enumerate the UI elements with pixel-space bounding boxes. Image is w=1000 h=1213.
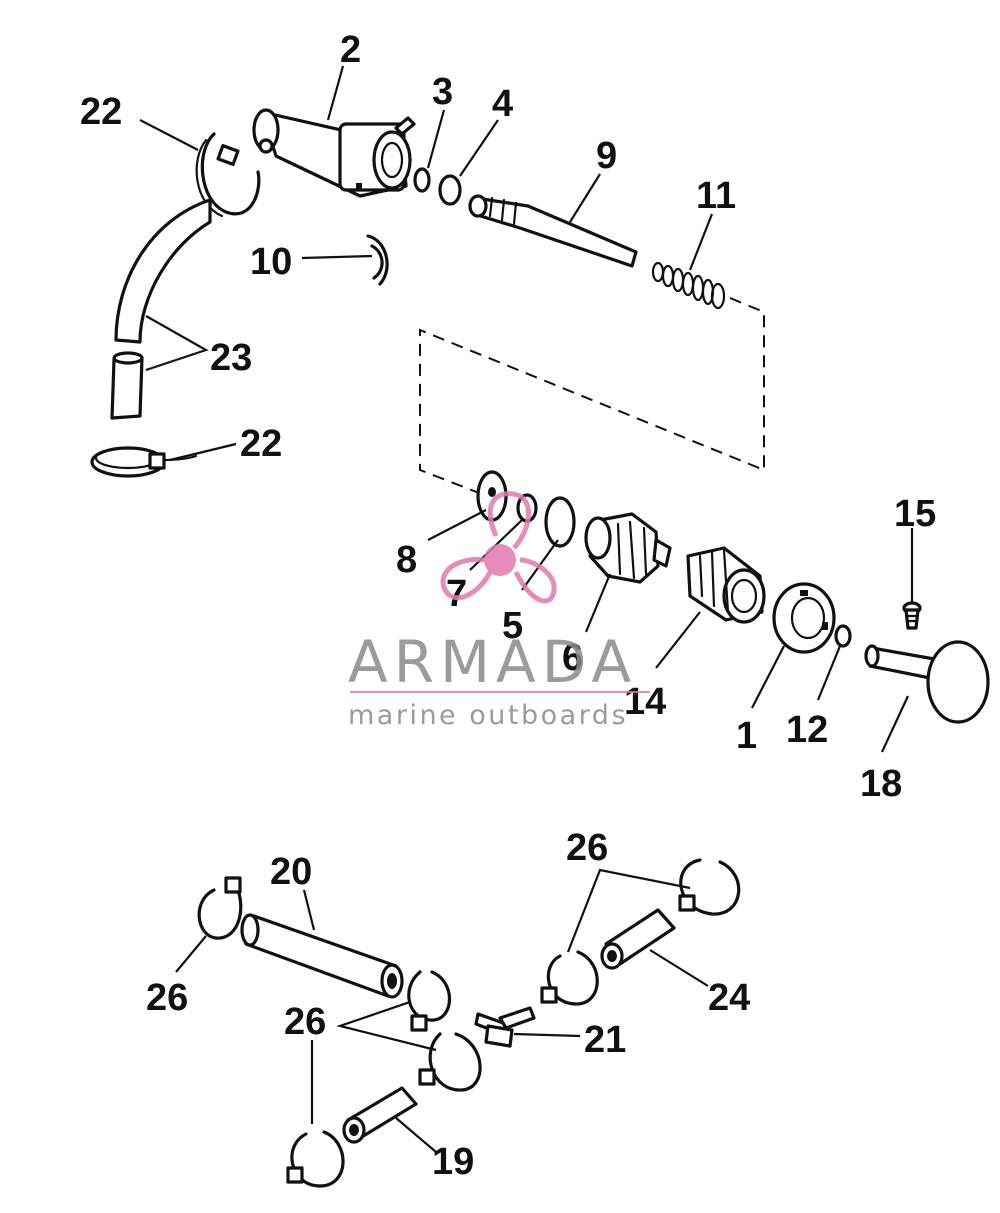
part-4-o-ring	[438, 174, 462, 206]
callout-24: 24	[708, 977, 750, 1019]
part-26-clamp-right-middle	[540, 950, 599, 1006]
part-1-retaining-nut	[772, 582, 836, 654]
callout-1: 1	[736, 715, 757, 757]
part-2-valve-housing	[252, 108, 416, 198]
callout-10: 10	[250, 241, 292, 283]
callout-26-left: 26	[146, 977, 188, 1019]
part-19-hose	[342, 1086, 418, 1144]
part-5-o-ring	[544, 496, 576, 548]
part-24-hose	[600, 908, 676, 970]
callout-12: 12	[786, 709, 828, 751]
part-21-tee-fitting	[474, 1006, 536, 1048]
part-26-clamp-middle-b	[418, 1032, 482, 1092]
callout-26-top-right: 26	[566, 827, 608, 869]
callout-15: 15	[894, 493, 936, 535]
part-22-hose-clamp-upper	[195, 132, 261, 218]
callout-4: 4	[492, 83, 513, 125]
callout-21: 21	[584, 1019, 626, 1061]
armada-watermark: ARMADA marine outboards	[348, 491, 650, 731]
watermark-brand: ARMADA	[348, 628, 637, 696]
part-20-hose	[240, 913, 404, 999]
part-26-clamp-left	[197, 876, 243, 940]
callout-19: 19	[432, 1141, 474, 1183]
callout-22-lower: 22	[240, 423, 282, 465]
part-3-o-ring	[413, 167, 431, 193]
callout-6: 6	[562, 637, 583, 679]
callout-22-upper: 22	[80, 91, 122, 133]
part-18-primer-knob	[864, 640, 990, 724]
callout-5: 5	[502, 605, 523, 647]
callout-18: 18	[860, 763, 902, 805]
part-26-clamp-bottom	[286, 1130, 345, 1188]
part-26-clamp-top-right	[678, 858, 741, 916]
leader-lines	[139, 65, 914, 1153]
part-26-clamp-middle-a	[407, 970, 452, 1032]
part-15-screw	[902, 601, 922, 630]
callout-2: 2	[340, 29, 361, 71]
callout-26-middle: 26	[284, 1001, 326, 1043]
callout-23: 23	[210, 337, 252, 379]
callout-11: 11	[696, 175, 736, 217]
part-12-o-ring	[834, 624, 852, 648]
callout-14: 14	[624, 681, 666, 723]
part-22-hose-clamp-lower	[90, 446, 198, 478]
callout-3: 3	[432, 71, 453, 113]
callout-20: 20	[270, 851, 312, 893]
assembly-dashed-outline	[419, 297, 765, 499]
callout-9: 9	[596, 135, 617, 177]
part-10-retaining-clip	[366, 234, 389, 286]
callout-7: 7	[446, 573, 467, 615]
part-23-hose	[110, 198, 212, 420]
callout-labels: 2 3 4 9 11 22 10 23 22 8 7 5 6 14 1 12 1…	[80, 29, 936, 1183]
part-11-spring	[651, 261, 726, 310]
part-9-plunger-rod	[468, 194, 638, 268]
callout-8: 8	[396, 539, 417, 581]
propeller-logo-icon	[440, 491, 557, 604]
watermark-tagline: marine outboards	[348, 700, 628, 731]
part-14-threaded-cap	[686, 546, 766, 624]
part-6-check-valve-fitting	[584, 512, 672, 584]
